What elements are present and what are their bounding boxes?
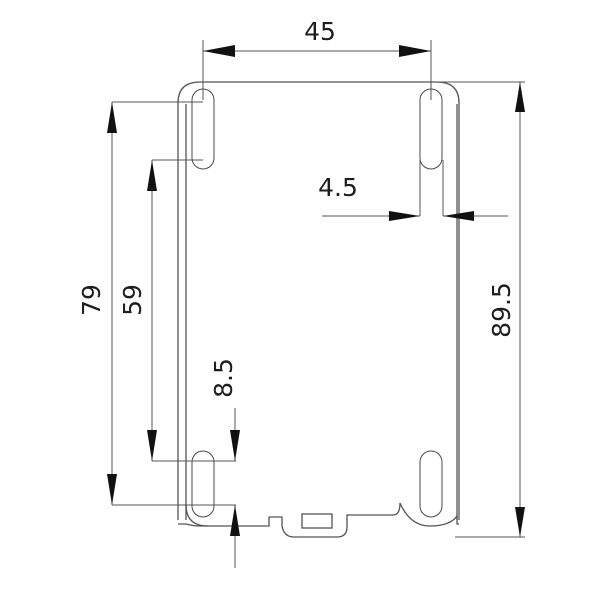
dimension-89-5: 89.5 (487, 82, 525, 537)
dimension-label-89-5: 89.5 (487, 282, 516, 338)
dimension-label-79: 79 (77, 284, 106, 316)
dimension-8-5: 8.5 (209, 358, 240, 568)
plate-outline (177, 81, 460, 538)
dimension-45: 45 (202, 17, 432, 100)
dimension-label-8-5: 8.5 (209, 358, 238, 398)
slot-top-left (191, 88, 215, 170)
dimension-label-4-5: 4.5 (318, 173, 358, 202)
slot-bottom-right (419, 450, 443, 518)
dimension-label-45: 45 (304, 17, 336, 46)
dimension-59: 59 (118, 159, 236, 462)
slots (191, 88, 443, 518)
dimension-79: 79 (77, 101, 236, 506)
dimension-label-59: 59 (118, 284, 147, 316)
slot-bottom-left (191, 450, 215, 518)
dimension-4-5: 4.5 (318, 160, 508, 221)
slot-top-right (419, 88, 443, 170)
